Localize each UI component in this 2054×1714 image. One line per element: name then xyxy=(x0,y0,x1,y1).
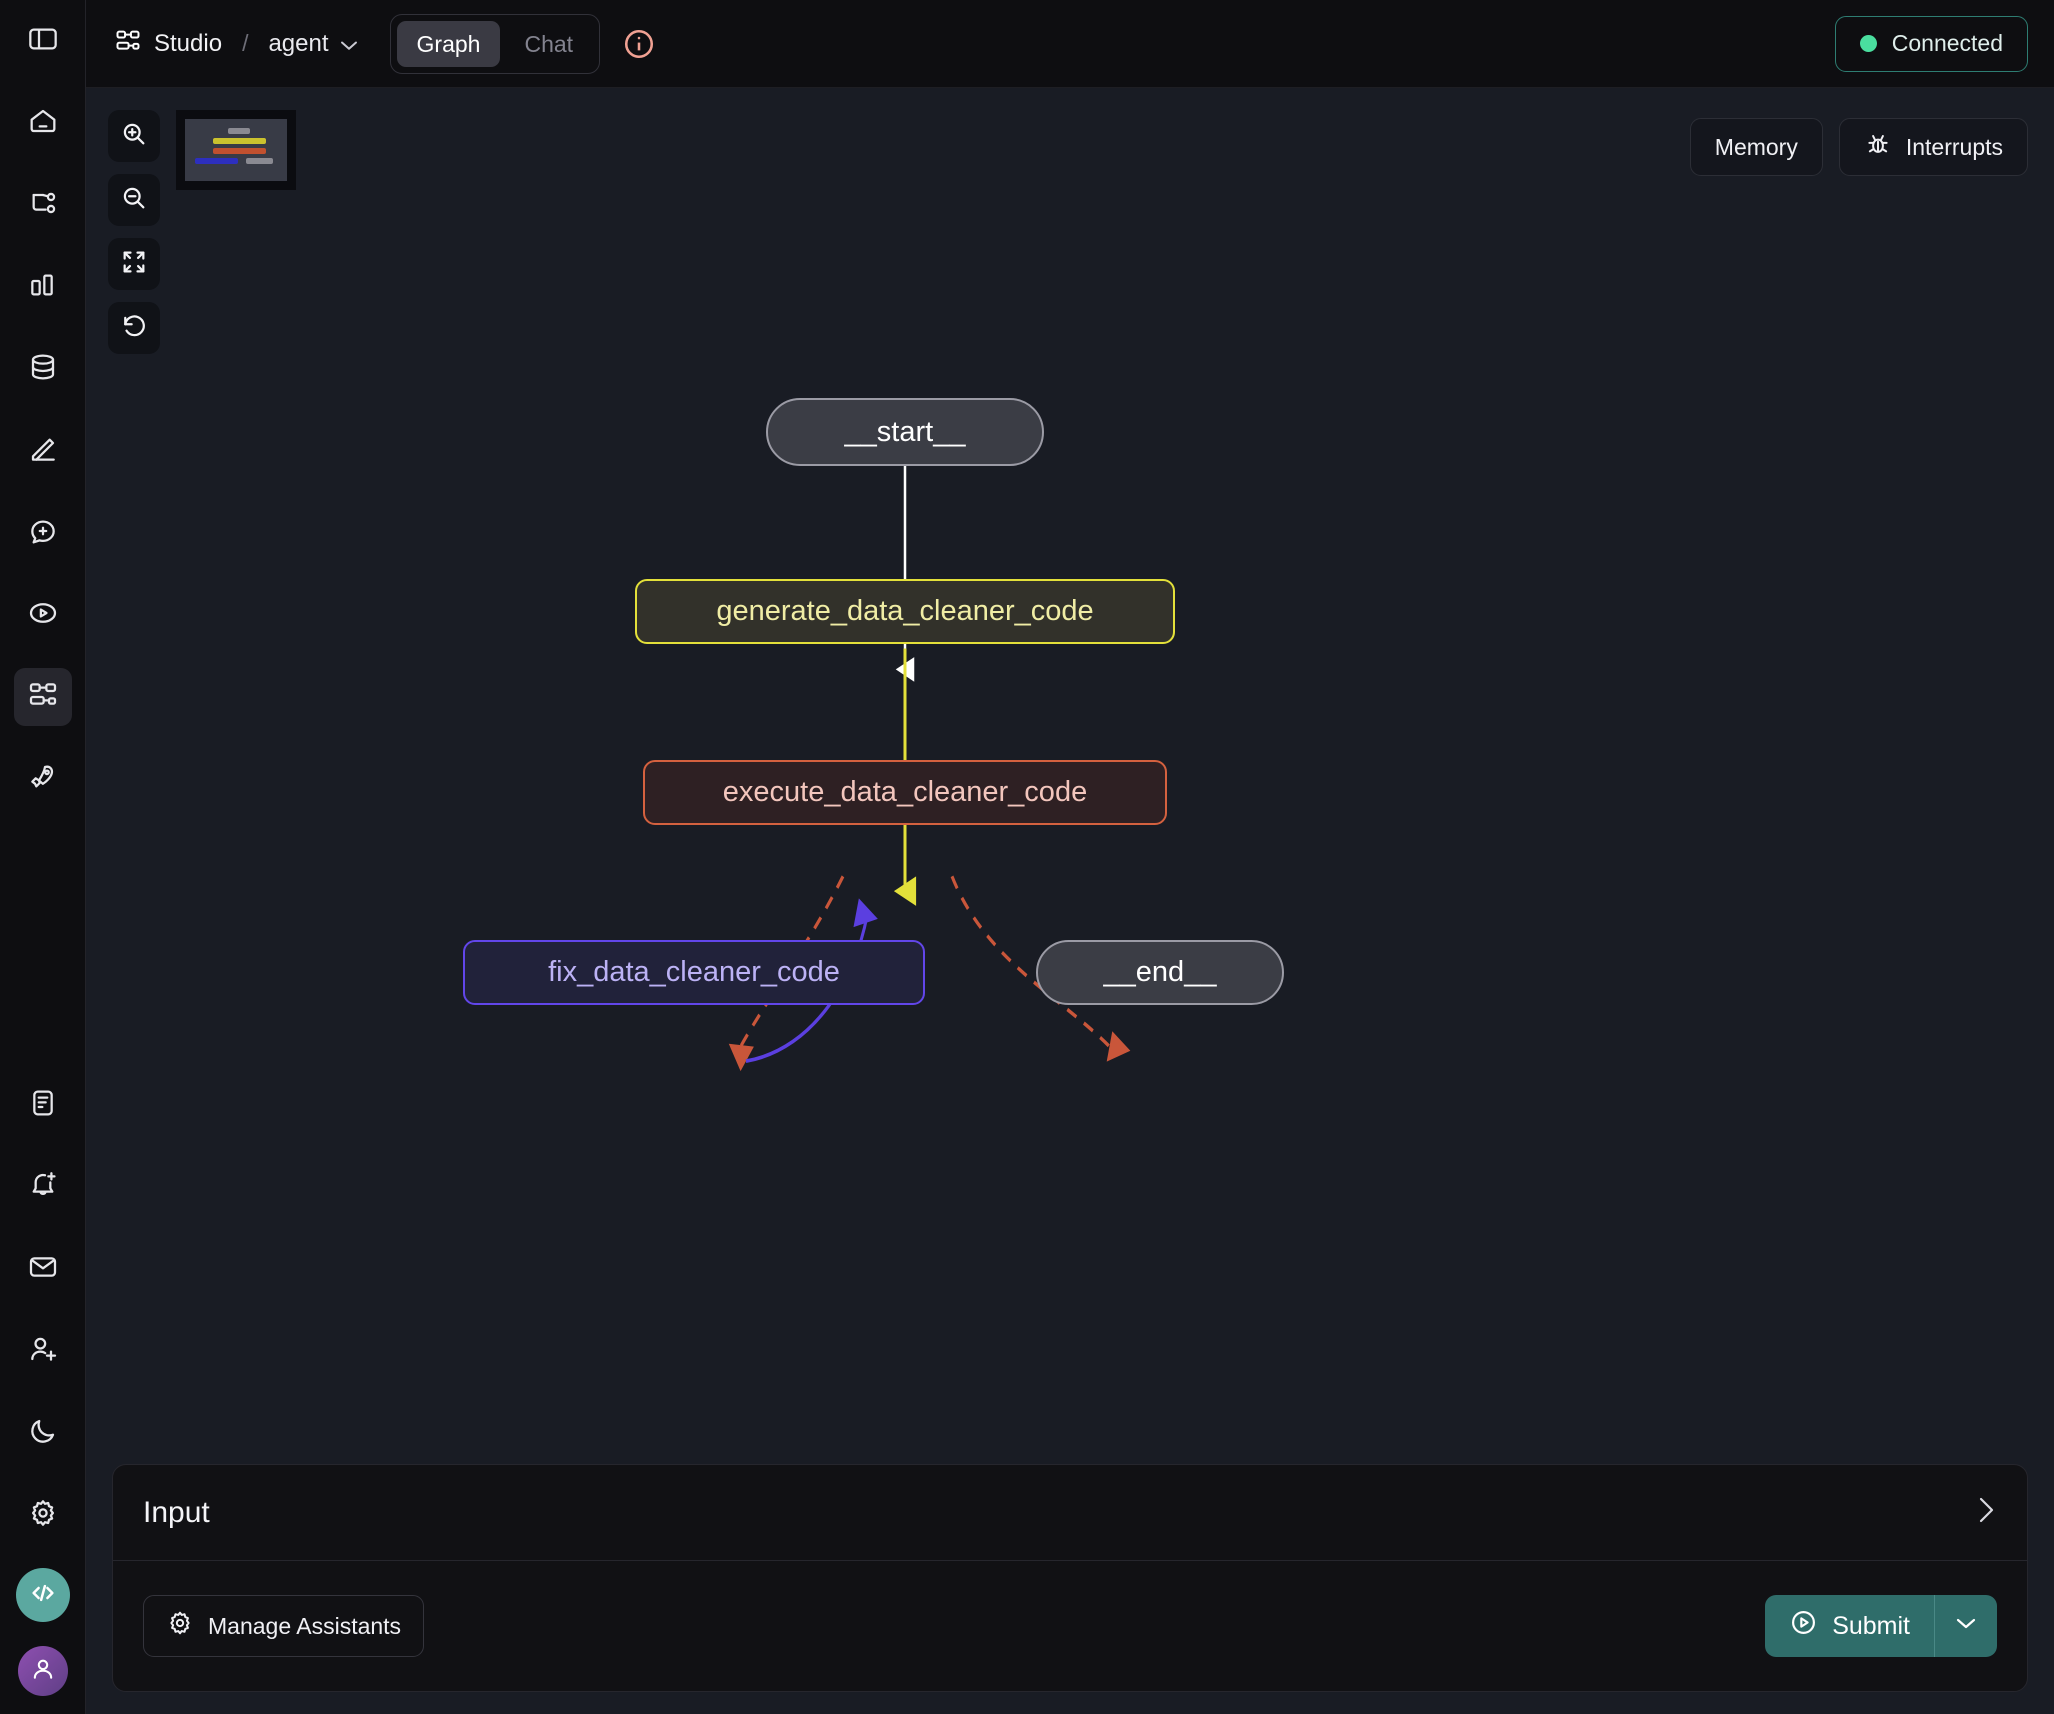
moon-icon xyxy=(27,1415,59,1452)
sidebar-item-invite[interactable] xyxy=(14,1322,72,1380)
minimap-node-end xyxy=(246,158,273,165)
graph-node-generate-data-cleaner-code[interactable]: generate_data_cleaner_code xyxy=(635,579,1175,644)
submit-button-group: Submit xyxy=(1765,1595,1997,1657)
studio-graph-icon xyxy=(27,679,59,716)
mail-icon xyxy=(27,1251,59,1288)
reset-view-button[interactable] xyxy=(108,302,160,354)
api-code-button[interactable] xyxy=(15,1568,70,1622)
breadcrumb-separator: / xyxy=(242,30,249,56)
memory-button-label: Memory xyxy=(1714,133,1798,160)
sidebar-item-notifications[interactable] xyxy=(14,1158,72,1216)
play-circle-icon xyxy=(1789,1608,1818,1644)
sidebar-item-dark-mode[interactable] xyxy=(14,1404,72,1462)
minimap-viewport xyxy=(185,119,287,181)
status-label: Connected xyxy=(1891,30,2003,56)
tab-chat[interactable]: Chat xyxy=(524,30,574,57)
input-panel-body: Manage Assistants Submit xyxy=(113,1561,2027,1691)
memory-button[interactable]: Memory xyxy=(1689,118,1823,176)
sidebar-item-settings[interactable] xyxy=(14,1486,72,1544)
zoom-in-button[interactable] xyxy=(108,110,160,162)
sidebar-item-deployments[interactable] xyxy=(14,176,72,234)
chevron-right-icon[interactable] xyxy=(1975,1495,1997,1530)
edge-execute-to-fix xyxy=(728,875,845,1072)
manage-assistants-button[interactable]: Manage Assistants xyxy=(143,1595,425,1657)
input-panel: Input Manage Assistants xyxy=(112,1464,2028,1692)
breadcrumb-studio[interactable]: Studio xyxy=(114,27,222,60)
git-branch-icon xyxy=(27,187,59,224)
left-rail xyxy=(0,0,86,1714)
rocket-icon xyxy=(27,761,59,798)
chat-plus-icon xyxy=(27,515,59,552)
graph-node-end[interactable]: __end__ xyxy=(1036,940,1284,1005)
sidebar-item-home[interactable] xyxy=(14,94,72,152)
minimap-node-generate xyxy=(212,137,266,144)
input-panel-title: Input xyxy=(143,1495,210,1529)
fit-view-button[interactable] xyxy=(108,238,160,290)
chevron-down-icon xyxy=(340,38,358,50)
user-plus-icon xyxy=(27,1333,59,1370)
code-icon xyxy=(28,1578,58,1613)
zoom-out-button[interactable] xyxy=(108,174,160,226)
minimap-node-start xyxy=(227,127,251,134)
assistant-selector-label: agent xyxy=(268,29,329,57)
minimap[interactable] xyxy=(176,110,296,190)
submit-button[interactable]: Submit xyxy=(1765,1595,1935,1657)
main-area: Studio / agent Graph Chat Connected xyxy=(86,0,2054,1714)
sidebar-item-datasets[interactable] xyxy=(14,340,72,398)
input-panel-header[interactable]: Input xyxy=(113,1465,2027,1561)
manage-assistants-label: Manage Assistants xyxy=(208,1612,402,1639)
sidebar-item-playground[interactable] xyxy=(14,586,72,644)
sidebar-item-deploy[interactable] xyxy=(14,750,72,808)
submit-button-label: Submit xyxy=(1832,1611,1910,1640)
canvas-controls xyxy=(108,110,160,354)
avatar[interactable] xyxy=(17,1646,68,1696)
assistant-selector[interactable]: agent xyxy=(268,30,357,58)
sidebar-item-support[interactable] xyxy=(14,1240,72,1298)
pencil-icon xyxy=(27,433,59,470)
graph-node-execute-data-cleaner-code[interactable]: execute_data_cleaner_code xyxy=(643,760,1167,825)
zoom-in-icon xyxy=(120,120,148,153)
gear-icon xyxy=(27,1497,59,1534)
fit-view-icon xyxy=(120,248,148,281)
graph-node-fix-data-cleaner-code[interactable]: fix_data_cleaner_code xyxy=(463,940,925,1005)
sidebar-item-prompts[interactable] xyxy=(14,504,72,562)
view-tabs: Graph Chat xyxy=(389,13,601,74)
play-circle-icon xyxy=(27,597,59,634)
minimap-node-fix xyxy=(195,158,239,165)
sidebar-item-docs[interactable] xyxy=(14,1076,72,1134)
graph-action-buttons: Memory Interrupts xyxy=(1689,118,2028,176)
sidebar-item-studio[interactable] xyxy=(13,668,72,726)
tab-graph[interactable]: Graph xyxy=(396,20,501,67)
graph-canvas[interactable]: Memory Interrupts xyxy=(86,88,2054,1714)
bell-plus-icon xyxy=(27,1169,59,1206)
interrupts-button[interactable]: Interrupts xyxy=(1838,118,2028,176)
graph-node-start[interactable]: __start__ xyxy=(766,398,1044,466)
edge-fix-to-execute xyxy=(745,898,878,1063)
graph-container: __start__ generate_data_cleaner_code exe… xyxy=(86,88,2054,1714)
sidebar-item-monitoring[interactable] xyxy=(14,258,72,316)
bar-chart-icon xyxy=(27,269,59,306)
home-icon xyxy=(27,105,59,142)
chevron-down-icon xyxy=(1955,1617,1977,1635)
status-badge[interactable]: Connected xyxy=(1834,15,2028,72)
bug-icon xyxy=(1864,130,1892,164)
zoom-out-icon xyxy=(120,184,148,217)
top-header: Studio / agent Graph Chat Connected xyxy=(86,0,2054,88)
studio-graph-icon xyxy=(114,27,142,60)
user-icon xyxy=(29,1655,57,1688)
sidebar-item-annotate[interactable] xyxy=(14,422,72,480)
panel-toggle-icon xyxy=(27,23,59,60)
interrupts-button-label: Interrupts xyxy=(1905,133,2003,160)
reset-icon xyxy=(120,312,148,345)
submit-dropdown-button[interactable] xyxy=(1935,1595,1997,1657)
sidebar-item-panel-toggle[interactable] xyxy=(14,12,72,70)
info-circle-icon[interactable] xyxy=(622,27,656,61)
document-icon xyxy=(27,1087,59,1124)
database-icon xyxy=(27,351,59,388)
breadcrumb-studio-label: Studio xyxy=(154,29,223,57)
status-dot xyxy=(1859,35,1877,52)
edge-execute-to-end xyxy=(950,875,1131,1062)
gear-icon xyxy=(166,1609,194,1643)
minimap-node-execute xyxy=(212,147,266,154)
